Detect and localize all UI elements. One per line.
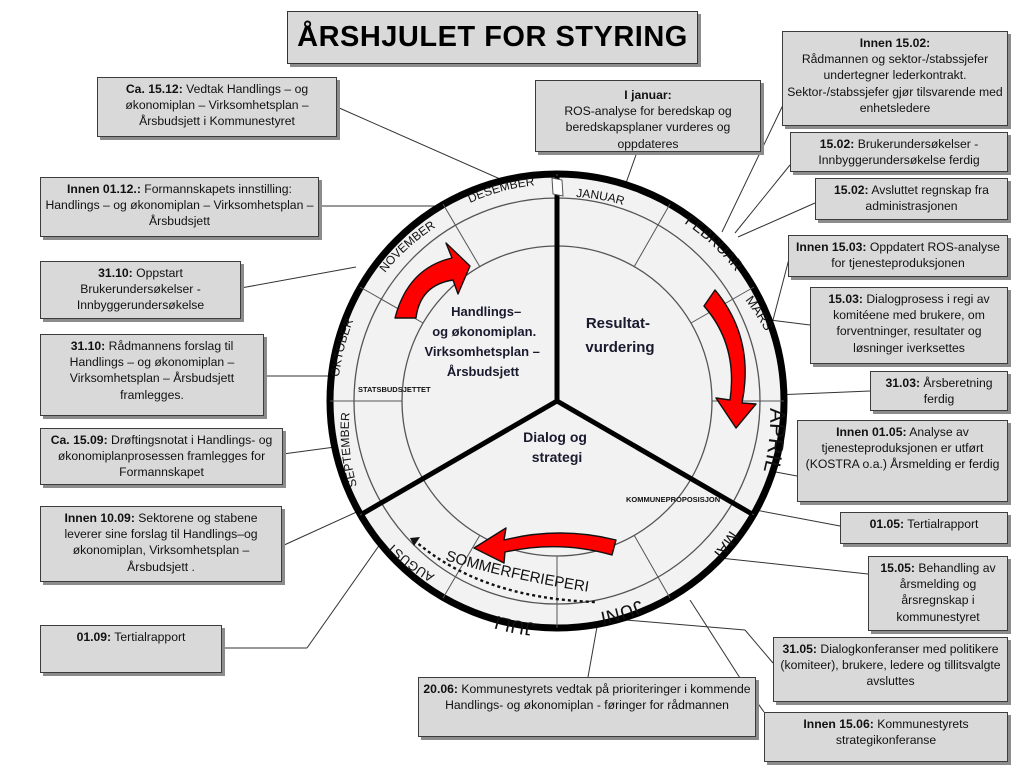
event-box-sep-drofting: Ca. 15.09: Drøftingsnotat i Handlings- o… <box>40 428 283 485</box>
page-title: ÅRSHJULET FOR STYRING <box>287 11 698 64</box>
year-start-marker <box>551 177 564 197</box>
event-box-mar-ros: Innen 15.03: Oppdatert ROS-analyse for t… <box>788 235 1008 277</box>
event-box-oct-bruker: 31.10: Oppstart Brukerundersøkelser - In… <box>40 261 241 319</box>
curved-red-arrow-icon <box>473 527 617 564</box>
event-box-may-analyse: Innen 01.05: Analyse av tjenesteproduksj… <box>797 420 1008 502</box>
event-box-jun-strategikonferanse: Innen 15.06: Kommunestyrets strategikonf… <box>764 712 1008 762</box>
curved-red-arrow-icon <box>394 242 471 319</box>
event-box-may-behandling: 15.05: Behandling av årsmelding og årsre… <box>868 556 1008 631</box>
event-box-may-tertial: 01.05: Tertialrapport <box>840 512 1008 544</box>
event-box-mar-arsberetning: 31.03: Årsberetning ferdig <box>870 371 1008 411</box>
event-box-feb-lederkontrakt: Innen 15.02:Rådmannen og sektor-/stabssj… <box>782 31 1008 126</box>
event-box-mar-dialog: 15.03: Dialogprosess i regi av komitéene… <box>810 287 1008 364</box>
connector-lines <box>222 104 871 713</box>
event-box-oct-forslag: 31.10: Rådmannens forslag til Handlings … <box>40 334 264 416</box>
event-box-sep-sektor: Innen 10.09: Sektorene og stabene levere… <box>40 506 282 582</box>
event-box-jun-vedtak: 20.06: Kommunestyrets vedtak på priorite… <box>418 677 756 737</box>
event-box-jan: I januar:ROS-analyse for beredskap og be… <box>535 80 761 152</box>
kommuneproposisjon-label: KOMMUNEPROPOSISJON <box>626 495 720 504</box>
sector-left-text: Handlings– og økonomiplan. Virksomhetspl… <box>425 304 544 379</box>
sector-bottom-text: Dialog og strategi <box>523 429 591 465</box>
sector-right-text: Resultat- vurdering <box>585 315 654 356</box>
dotted-arrow-icon <box>410 537 596 604</box>
event-box-dec-innstilling: Innen 01.12.: Formannskapets innstilling… <box>40 177 319 237</box>
event-box-sep-tertial: 01.09: Tertialrapport <box>40 625 222 673</box>
event-box-feb-brukerundersokelse: 15.02: Brukerundersøkelser - Innbyggerun… <box>790 132 1008 172</box>
statsbudsjett-label: STATSBUDSJETTET <box>358 385 431 394</box>
curved-red-arrow-icon <box>703 289 757 429</box>
event-box-may-dialogkonferanser: 31.05: Dialogkonferanser med politikere … <box>773 637 1008 702</box>
event-box-dec-vedtak: Ca. 15.12: Vedtak Handlings – og økonomi… <box>97 77 337 137</box>
wheel <box>326 170 788 632</box>
event-box-feb-regnskap: 15.02: Avsluttet regnskap fra administra… <box>815 178 1008 220</box>
